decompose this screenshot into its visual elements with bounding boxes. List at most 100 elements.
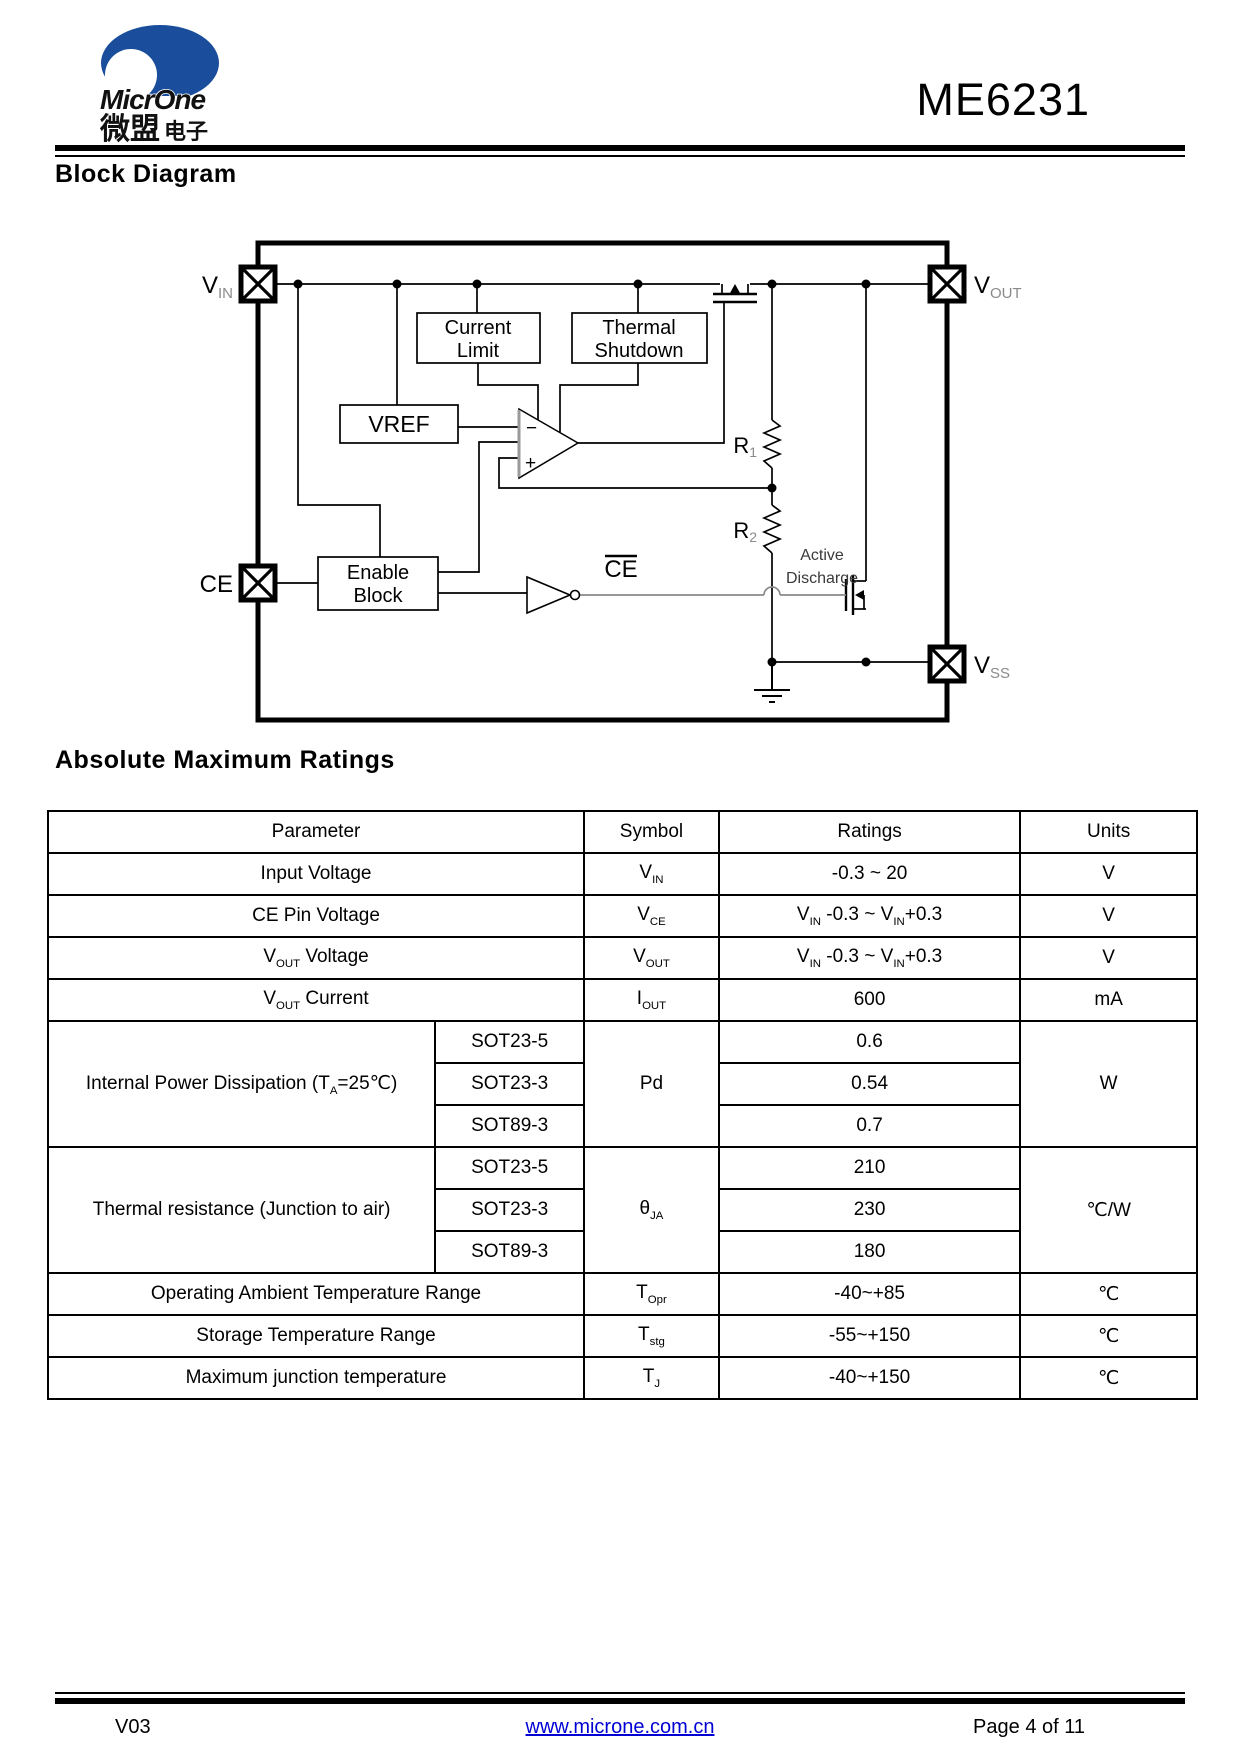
ground-symbol [754,662,790,703]
section-title-block-diagram: Block Diagram [55,160,237,188]
table-row: SOT89-3 180 [48,1230,1197,1274]
footer-rule-thick [55,1698,1185,1704]
inverter [526,575,581,615]
junction-dots [293,279,871,667]
rating-cell: -55~+150 [717,1314,1022,1358]
param-cell: Storage Temperature Range [46,1314,586,1358]
rating-cell: 600 [717,978,1022,1022]
package-cell: SOT89-3 [434,1230,586,1274]
symbol-cell: VOUT [583,936,720,980]
symbol-cell: TJ [583,1356,720,1400]
section-title-abs-max: Absolute Maximum Ratings [55,746,395,774]
amp-minus-label: − [526,418,537,439]
table-row: SOT89-3 0.7 [48,1104,1197,1148]
unit-cell: V [1019,852,1198,896]
rating-cell: -40~+85 [717,1272,1022,1316]
pmos-pass-transistor [713,284,757,304]
resistor-r2 [761,504,783,554]
col-header-parameter: Parameter [46,810,586,854]
package-pins [238,264,967,684]
diagram-wires [275,283,930,663]
r1-label: R1 [733,433,757,460]
abs-max-ratings-table: Parameter Symbol Ratings Units Input Vol… [46,810,1198,1400]
symbol-cell: VIN [583,852,720,896]
unit-cell: V [1019,936,1198,980]
rating-cell: 230 [717,1188,1022,1232]
current-limit-label: Current [445,317,512,339]
doc-version: V03 [115,1716,151,1738]
table-row: VOUT Current IOUT 600 mA [46,978,1198,1022]
resistor-r1 [761,419,783,469]
ce-pin [238,563,278,603]
svg-text:Active: Active [800,547,844,564]
unit-cell: ℃/W [1019,1146,1198,1274]
vin-pin-label: VIN [202,272,233,302]
symbol-cell: θJA [583,1146,720,1274]
header-rule-thin [55,155,1185,157]
enable-block [317,556,439,611]
function-blocks [317,312,708,611]
website-link[interactable]: www.microne.com.cn [525,1716,715,1738]
table-row: Storage Temperature Range Tstg -55~+150 … [46,1314,1198,1358]
vout-pin [927,264,967,304]
header-rule-thick [55,145,1185,151]
vss-pin [927,644,967,684]
rating-cell: VIN -0.3 ~ VIN+0.3 [717,936,1022,980]
table-row: Internal Power Dissipation (TA=25℃) SOT2… [46,1020,1198,1148]
svg-text:Limit: Limit [457,340,500,362]
page-number: Page 4 of 11 [973,1716,1085,1738]
table-row: Maximum junction temperature TJ -40~+150… [46,1356,1198,1400]
table-row: CE Pin Voltage VCE VIN -0.3 ~ VIN+0.3 V [46,894,1198,938]
current-limit-block [416,312,541,364]
param-cell: CE Pin Voltage [46,894,586,938]
svg-text:CE: CE [604,556,637,583]
enable-block-label: Enable [347,562,409,584]
rating-cell: 0.54 [717,1062,1022,1106]
ce-pin-label: CE [200,571,233,598]
company-logo: MicrOne 微盟电子 [88,25,248,147]
package-cell: SOT23-5 [434,1020,586,1064]
table-header-row: Parameter Symbol Ratings Units [46,810,1198,854]
thermal-shutdown-label: Thermal [602,317,675,339]
footer-rule-thin [55,1692,1185,1694]
footer: V03 www.microne.com.cn Page 4 of 11 [0,1716,1240,1746]
block-diagram: Current Limit Thermal Shutdown VREF Enab… [200,240,1022,723]
vref-label: VREF [368,411,429,437]
page-title: ME6231 [916,74,1090,125]
svg-text:Discharge: Discharge [786,570,858,587]
unit-cell: ℃ [1019,1314,1198,1358]
symbol-cell: Tstg [583,1314,720,1358]
table-row: SOT23-3 0.54 [48,1062,1197,1106]
param-cell: VOUT Voltage [46,936,586,980]
rating-cell: -40~+150 [717,1356,1022,1400]
package-cell: SOT23-3 [434,1188,586,1232]
unit-cell: ℃ [1019,1356,1198,1400]
rating-cell: 210 [717,1146,1022,1190]
param-cell: Maximum junction temperature [46,1356,586,1400]
rating-cell: -0.3 ~ 20 [717,852,1022,896]
rating-cell: 0.7 [717,1104,1022,1148]
thermal-shutdown-block [571,312,708,364]
ic-boundary [255,240,950,723]
package-cell: SOT23-5 [434,1146,586,1190]
table-row: VOUT Voltage VOUT VIN -0.3 ~ VIN+0.3 V [46,936,1198,980]
param-cell: Internal Power Dissipation (TA=25℃) [46,1020,437,1148]
amp-plus-label: + [525,453,536,474]
unit-cell: W [1019,1020,1198,1148]
package-cell: SOT23-3 [434,1062,586,1106]
param-cell: Input Voltage [46,852,586,896]
table-row: Input Voltage VIN -0.3 ~ 20 V [46,852,1198,896]
col-header-ratings: Ratings [717,810,1022,854]
symbol-cell: Pd [583,1020,720,1148]
logo-mark [88,25,248,147]
param-cell: VOUT Current [46,978,586,1022]
vout-pin-label: VOUT [974,272,1022,302]
param-cell: Operating Ambient Temperature Range [46,1272,586,1316]
logo-chinese: 微盟电子 [99,113,208,146]
active-discharge-label: Active Discharge [786,547,858,587]
rating-cell: VIN -0.3 ~ VIN+0.3 [717,894,1022,938]
rating-cell: 0.6 [717,1020,1022,1064]
param-cell: Thermal resistance (Junction to air) [46,1146,437,1274]
rating-cell: 180 [717,1230,1022,1274]
